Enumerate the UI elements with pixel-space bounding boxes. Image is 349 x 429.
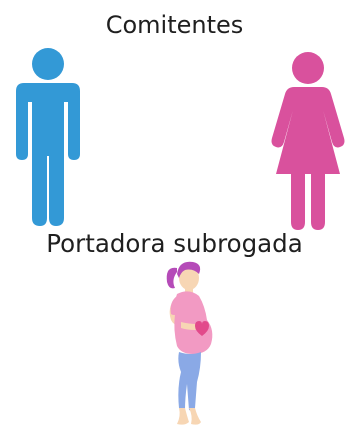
comitentes-title: Comitentes xyxy=(0,11,349,39)
portadora-subrogada-title: Portadora subrogada xyxy=(0,230,349,258)
woman-icon xyxy=(266,50,349,232)
man-icon xyxy=(10,46,86,228)
pregnant-woman-icon xyxy=(155,258,219,428)
